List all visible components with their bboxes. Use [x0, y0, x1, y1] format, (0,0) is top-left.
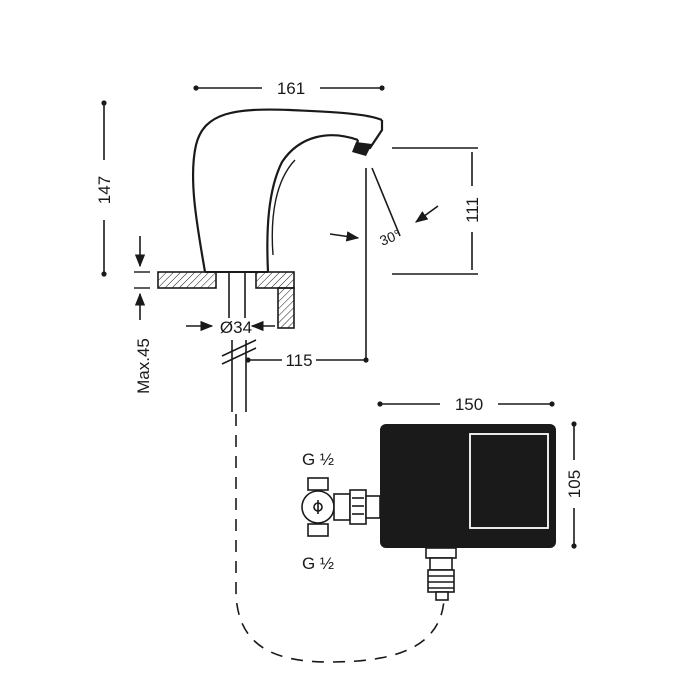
angle-label: 30° [377, 226, 403, 249]
dimension-161: 161 [193, 79, 385, 98]
dimension-max45: Max.45 [134, 236, 153, 394]
inlet-bottom-label: G ½ [302, 554, 334, 573]
dimension-105: 105 [565, 421, 584, 549]
hole-diameter-label: Ø34 [220, 318, 252, 337]
spout-nozzle [352, 142, 372, 156]
shank [221, 272, 257, 412]
spout-angle [329, 167, 439, 360]
sensor-cable [235, 414, 445, 663]
control-box [380, 424, 556, 548]
max-deck-label: Max.45 [134, 338, 153, 394]
countertop [157, 271, 295, 329]
dimension-115: 115 [245, 351, 369, 370]
dimension-diameter: Ø34 [186, 318, 275, 337]
faucet-body [191, 108, 384, 273]
width-top-label: 161 [277, 79, 305, 98]
dimension-150: 150 [377, 395, 555, 414]
dimension-111 [392, 147, 478, 275]
inlet-top-label: G ½ [302, 450, 334, 469]
height-total-label: 147 [95, 176, 114, 204]
reach-label: 115 [285, 351, 312, 370]
height-spout-label: 111 [463, 197, 482, 223]
box-height-label: 105 [565, 470, 584, 498]
box-width-label: 150 [455, 395, 483, 414]
valve-assembly [301, 477, 457, 601]
dimension-147: 147 [95, 100, 114, 277]
